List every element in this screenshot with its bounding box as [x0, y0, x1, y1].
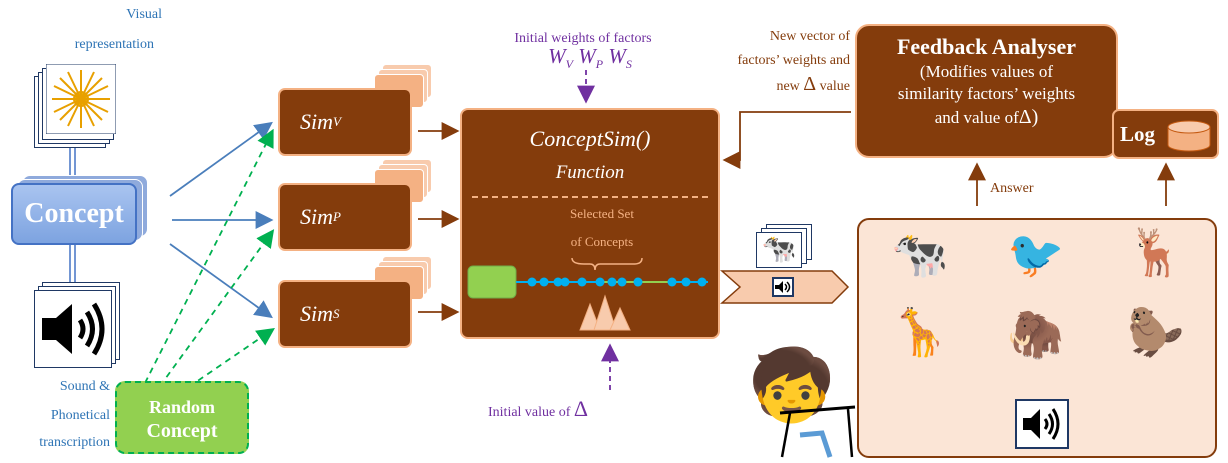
conceptsim-divider: [472, 196, 708, 198]
sim-to-conceptsim-arrows: [418, 122, 460, 321]
random-label-line2: Concept: [146, 420, 218, 442]
visual-label-line2: representation: [74, 37, 154, 52]
concept-to-sim-arrows: [169, 121, 274, 319]
concept-box: Concept: [11, 183, 137, 245]
log-box: Log: [1112, 109, 1219, 159]
sim-p-subscript: P: [333, 209, 341, 224]
giraffe-icon[interactable]: 🦒: [891, 307, 949, 358]
visual-image-stack: [34, 64, 116, 148]
mammoth-icon[interactable]: 🦣: [1007, 309, 1065, 360]
feedback-line3-text: and value of: [934, 108, 1019, 127]
output-thumbnail-stack: 🐄: [756, 224, 812, 268]
sunburst-image-icon: [46, 64, 116, 134]
random-label-line1: Random: [148, 397, 215, 417]
random-concept-box: Random Concept: [115, 381, 249, 454]
selected-set-line2: of Concepts: [570, 234, 634, 249]
sound-label-line2: Phonetical: [50, 408, 110, 423]
feedback-analyser-box: Feedback Analyser (Modifies values of si…: [855, 24, 1118, 158]
feedback-line3: and value ofΔ): [857, 106, 1116, 129]
sim-v-label: Sim: [300, 109, 333, 134]
sound-label-line1: Sound &: [59, 379, 110, 394]
sim-p-label: Sim: [300, 204, 333, 229]
green-bird-icon[interactable]: 🐦: [1007, 229, 1065, 280]
selected-set-graphic: [467, 257, 708, 331]
new-vector-line3: new Δ value: [660, 74, 850, 97]
sound-image-stack: [34, 282, 124, 368]
sim-s-label: Sim: [300, 301, 333, 326]
sound-label-line3: transcription: [39, 435, 110, 450]
answer-speaker-button[interactable]: [1015, 399, 1069, 449]
gazelle-icon[interactable]: 🦌: [1127, 227, 1185, 278]
answer-up-arrows: [968, 162, 1175, 206]
initial-delta-symbol: Δ: [573, 396, 589, 421]
initial-delta-text: Initial value of: [488, 405, 571, 420]
answer-panel: 🐄 🐦 🦌 🦒 🦣 🦫: [857, 218, 1217, 458]
speaker-icon: [1023, 408, 1060, 440]
conceptsim-subtitle: Function: [555, 162, 625, 183]
new-vector-line2: factors’ weights and: [737, 53, 850, 68]
visual-label-line1: Visual: [126, 7, 162, 22]
concept-label: Concept: [24, 198, 124, 229]
cow-thumbnail-icon: 🐄: [756, 232, 802, 268]
feedback-line2: similarity factors’ weights: [897, 84, 1076, 103]
cow-icon[interactable]: 🐄: [891, 229, 949, 280]
desk-graphic: [779, 405, 856, 458]
sim-s-subscript: S: [333, 306, 340, 321]
output-speaker-icon: [772, 277, 794, 297]
feedback-delta: Δ): [1018, 106, 1039, 128]
selected-set-line1: Selected Set: [570, 206, 634, 221]
sim-v-subscript: V: [333, 114, 341, 129]
speaker-icon: [42, 302, 105, 356]
database-cylinder-icon: [1167, 120, 1211, 152]
weights-arrows: [577, 70, 619, 390]
initial-delta-label: Initial value of Δ: [488, 396, 648, 422]
answer-label: Answer: [990, 181, 1034, 196]
w-v-symbol: W: [548, 44, 566, 68]
new-vector-value: value: [819, 79, 850, 94]
weights-title: Initial weights of factors: [514, 31, 652, 46]
w-p-subscript: P: [595, 57, 604, 72]
conceptsim-title: ConceptSim(): [529, 126, 651, 151]
new-vector-delta: Δ: [803, 73, 817, 95]
new-vector-line1: New vector of: [769, 29, 850, 44]
w-s-subscript: S: [625, 57, 632, 72]
w-s-symbol: W: [608, 44, 626, 68]
feedback-line1: (Modifies values of: [919, 62, 1054, 81]
feedback-title: Feedback Analyser: [896, 34, 1077, 59]
feedback-return-arrow: [722, 111, 851, 169]
new-vector-new: new: [776, 79, 800, 94]
w-p-symbol: W: [578, 44, 596, 68]
beaver-icon[interactable]: 🦫: [1127, 307, 1185, 358]
w-v-subscript: V: [565, 57, 573, 72]
random-to-sim-arrows: [144, 128, 275, 394]
conceptsim-function-box: ConceptSim() Function Selected Set of Co…: [460, 108, 720, 339]
weights-symbols: WV WP WS: [530, 44, 650, 72]
log-label: Log: [1120, 122, 1156, 146]
